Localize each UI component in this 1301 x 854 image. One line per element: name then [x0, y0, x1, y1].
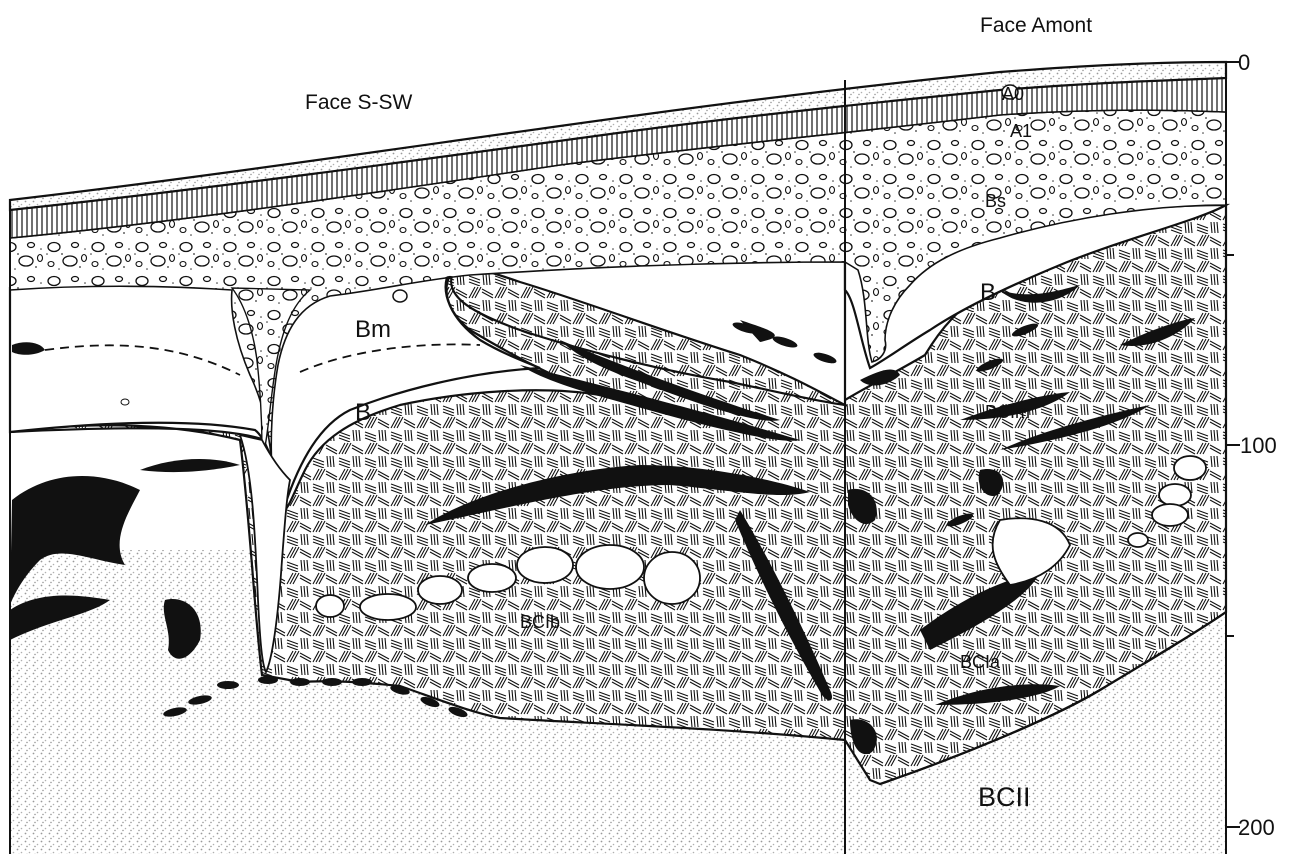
pebble	[393, 290, 407, 302]
horizon-b-right: B	[980, 279, 996, 306]
horizon-a1: A1	[1010, 121, 1032, 141]
face-left-label: Face S-SW	[305, 91, 413, 114]
horizon-bcib: BCIb	[520, 612, 560, 632]
horizon-a0: A0	[1002, 84, 1024, 104]
scale-ticks	[1226, 62, 1240, 827]
scale-label-200: 200	[1238, 815, 1275, 840]
scale-label-0: 0	[1238, 50, 1250, 75]
scale-label-100: 100	[1240, 433, 1277, 458]
horizon-bcim: BCIm	[985, 402, 1030, 422]
horizon-bcii: BCII	[978, 782, 1031, 812]
face-right-label: Face Amont	[980, 14, 1092, 37]
horizon-bs: Bs	[985, 191, 1006, 211]
horizon-bm: Bm	[355, 316, 391, 343]
horizon-bcia: BCIa	[960, 652, 1001, 672]
pebble	[121, 399, 129, 405]
horizon-b-left: B	[355, 399, 371, 426]
